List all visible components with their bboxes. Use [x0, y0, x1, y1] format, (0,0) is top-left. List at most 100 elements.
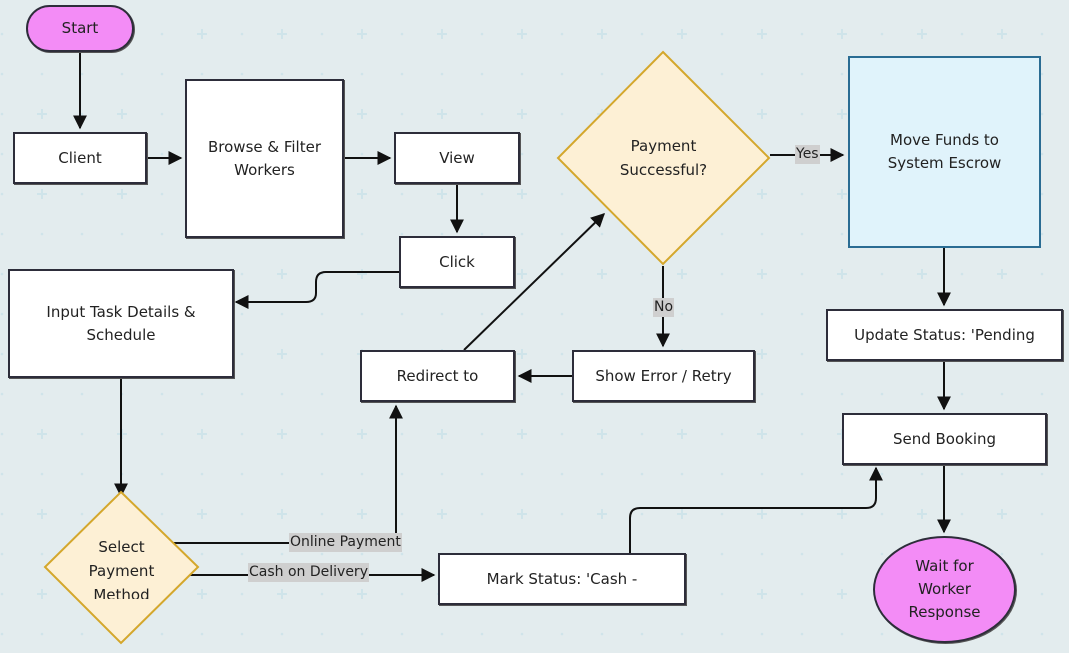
- grid-dot: [520, 232, 524, 236]
- grid-dot: [1040, 192, 1044, 196]
- payment-successful-label: Payment Successful?: [619, 137, 708, 179]
- grid-dot: [1000, 472, 1004, 476]
- grid-dot: [440, 312, 444, 316]
- click-label: Click: [439, 252, 475, 271]
- grid-dot: [600, 72, 604, 76]
- grid-dot: [240, 592, 244, 596]
- grid-dot: [720, 312, 724, 316]
- browse-label: Browse & Filter Workers: [208, 137, 321, 179]
- grid-dot: [1040, 152, 1044, 156]
- grid-dot: [760, 312, 764, 316]
- grid-dot: [240, 72, 244, 76]
- input-task-label: Input Task Details & Schedule: [46, 302, 196, 344]
- client-node: Client: [13, 132, 147, 184]
- grid-dot: [360, 312, 364, 316]
- wait-label: Wait for Worker Response: [908, 557, 981, 621]
- grid-dot: [840, 232, 844, 236]
- send-booking-label: Send Booking: [892, 429, 997, 448]
- grid-dot: [360, 472, 364, 476]
- grid-dot: [0, 392, 4, 396]
- send-booking-node: Send Booking: [842, 413, 1047, 465]
- grid-dot: [40, 632, 44, 636]
- move-funds-node: Move Funds to System Escrow: [848, 56, 1041, 248]
- grid-dot: [720, 32, 724, 36]
- grid-dot: [240, 472, 244, 476]
- move-funds-label: Move Funds to System Escrow: [887, 131, 1002, 172]
- grid-dot: [800, 312, 804, 316]
- grid-dot: [240, 272, 244, 276]
- grid-dot: [280, 632, 284, 636]
- input-task-node: Input Task Details & Schedule: [8, 269, 234, 378]
- grid-dot: [480, 432, 484, 436]
- grid-dot: [440, 472, 444, 476]
- grid-dot: [480, 112, 484, 116]
- grid-dot: [1040, 112, 1044, 116]
- grid-dot: [920, 472, 924, 476]
- grid-dot: [320, 72, 324, 76]
- grid-dot: [280, 472, 284, 476]
- grid-dot: [0, 312, 4, 316]
- grid-dot: [320, 312, 324, 316]
- grid-dot: [800, 512, 804, 516]
- online-payment-edge-label: Online Payment: [289, 533, 402, 552]
- grid-dot: [800, 632, 804, 636]
- grid-dot: [800, 72, 804, 76]
- grid-dot: [80, 632, 84, 636]
- grid-dot: [640, 312, 644, 316]
- grid-dot: [480, 72, 484, 76]
- edge-mark-send: [629, 466, 883, 553]
- grid-dot: [640, 272, 644, 276]
- grid-dot: [640, 512, 644, 516]
- edge-click-input: [234, 271, 399, 309]
- grid-dot: [840, 632, 844, 636]
- grid-dot: [560, 392, 564, 396]
- start-label: Start: [61, 19, 99, 37]
- grid-dot: [560, 352, 564, 356]
- grid-dot: [320, 632, 324, 636]
- grid-dot: [440, 72, 444, 76]
- grid-dot: [160, 112, 164, 116]
- grid-dot: [720, 512, 724, 516]
- grid-dot: [480, 32, 484, 36]
- grid-dot: [520, 312, 524, 316]
- grid-dot: [880, 512, 884, 516]
- grid-dot: [840, 392, 844, 396]
- grid-dot: [1040, 272, 1044, 276]
- grid-dot: [360, 632, 364, 636]
- redirect-label: Redirect to: [396, 366, 479, 385]
- grid-dot: [560, 112, 564, 116]
- grid-dot: [80, 512, 84, 516]
- grid-dot: [1040, 32, 1044, 36]
- grid-dot: [960, 32, 964, 36]
- grid-dot: [1040, 232, 1044, 236]
- grid-dot: [0, 632, 4, 636]
- grid-dot: [480, 472, 484, 476]
- grid-dot: [840, 472, 844, 476]
- grid-dot: [240, 392, 244, 396]
- grid-dot: [480, 512, 484, 516]
- grid-dot: [0, 272, 4, 276]
- grid-dot: [800, 392, 804, 396]
- grid-dot: [360, 552, 364, 556]
- grid-dot: [400, 512, 404, 516]
- edge-redirect-payment: [463, 213, 606, 351]
- grid-dot: [680, 472, 684, 476]
- grid-dot: [640, 632, 644, 636]
- grid-dot: [800, 112, 804, 116]
- grid-dot: [720, 232, 724, 236]
- mark-status-label: Mark Status: 'Cash -: [486, 569, 638, 588]
- grid-dot: [1000, 392, 1004, 396]
- grid-dot: [600, 312, 604, 316]
- grid-dot: [840, 552, 844, 556]
- grid-dot: [360, 72, 364, 76]
- grid-dot: [560, 432, 564, 436]
- grid-dot: [720, 592, 724, 596]
- view-label: View: [439, 148, 475, 167]
- grid-dot: [760, 472, 764, 476]
- grid-dot: [280, 312, 284, 316]
- grid-dot: [0, 592, 4, 596]
- grid-dot: [280, 392, 284, 396]
- grid-dot: [200, 552, 204, 556]
- grid-dot: [240, 32, 244, 36]
- grid-dot: [0, 552, 4, 556]
